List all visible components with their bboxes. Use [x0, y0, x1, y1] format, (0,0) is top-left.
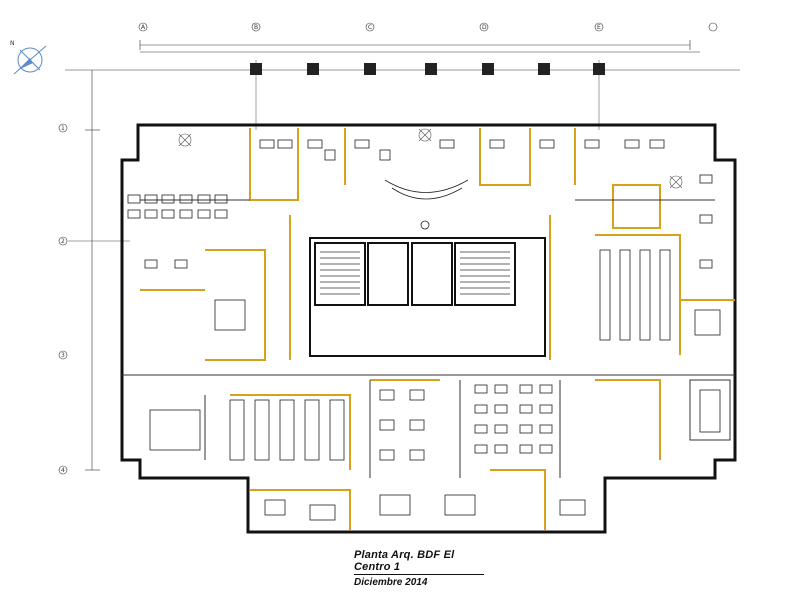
grid-row-2: 2: [58, 236, 68, 246]
grid-column-c: C: [365, 22, 375, 32]
stair-treads: [320, 251, 510, 295]
row-grid-markers: 1 2 3 4: [58, 123, 68, 475]
svg-text:1: 1: [61, 125, 65, 132]
structural-grid-lines: [68, 60, 600, 242]
grid-row-3: 3: [58, 350, 68, 360]
dimension-lines: [65, 40, 740, 471]
svg-text:2: 2: [61, 238, 65, 245]
svg-text:4: 4: [61, 467, 65, 474]
drawing-title-block: Planta Arq. BDF El Centro 1 Diciembre 20…: [354, 549, 484, 588]
drawing-date: Diciembre 2014: [354, 577, 428, 588]
workstation-furniture: [127, 139, 721, 521]
svg-text:C: C: [368, 24, 372, 31]
grid-column-e: E: [594, 22, 604, 32]
columns-top: [250, 63, 605, 75]
grid-column-b: B: [251, 22, 261, 32]
grid-row-1: 1: [58, 123, 68, 133]
svg-text:E: E: [597, 24, 601, 31]
interior-walls: [122, 199, 735, 478]
office-partitions: [140, 128, 735, 530]
svg-text:3: 3: [61, 352, 65, 359]
svg-text:N: N: [10, 40, 15, 47]
grid-row-4: 4: [58, 465, 68, 475]
column-grid-markers: A B C D E: [138, 22, 718, 32]
exterior-walls: [120, 123, 737, 534]
north-arrow-icon: N: [10, 40, 47, 75]
building-core: [309, 237, 546, 357]
grid-column-a: A: [138, 22, 148, 32]
plant-symbols: [178, 128, 683, 189]
reception-area: [384, 179, 469, 230]
svg-text:B: B: [254, 24, 258, 31]
svg-text:D: D: [482, 24, 487, 31]
drawing-title: Planta Arq. BDF El Centro 1: [354, 549, 484, 575]
grid-column-d: D: [479, 22, 489, 32]
svg-text:A: A: [141, 24, 146, 31]
